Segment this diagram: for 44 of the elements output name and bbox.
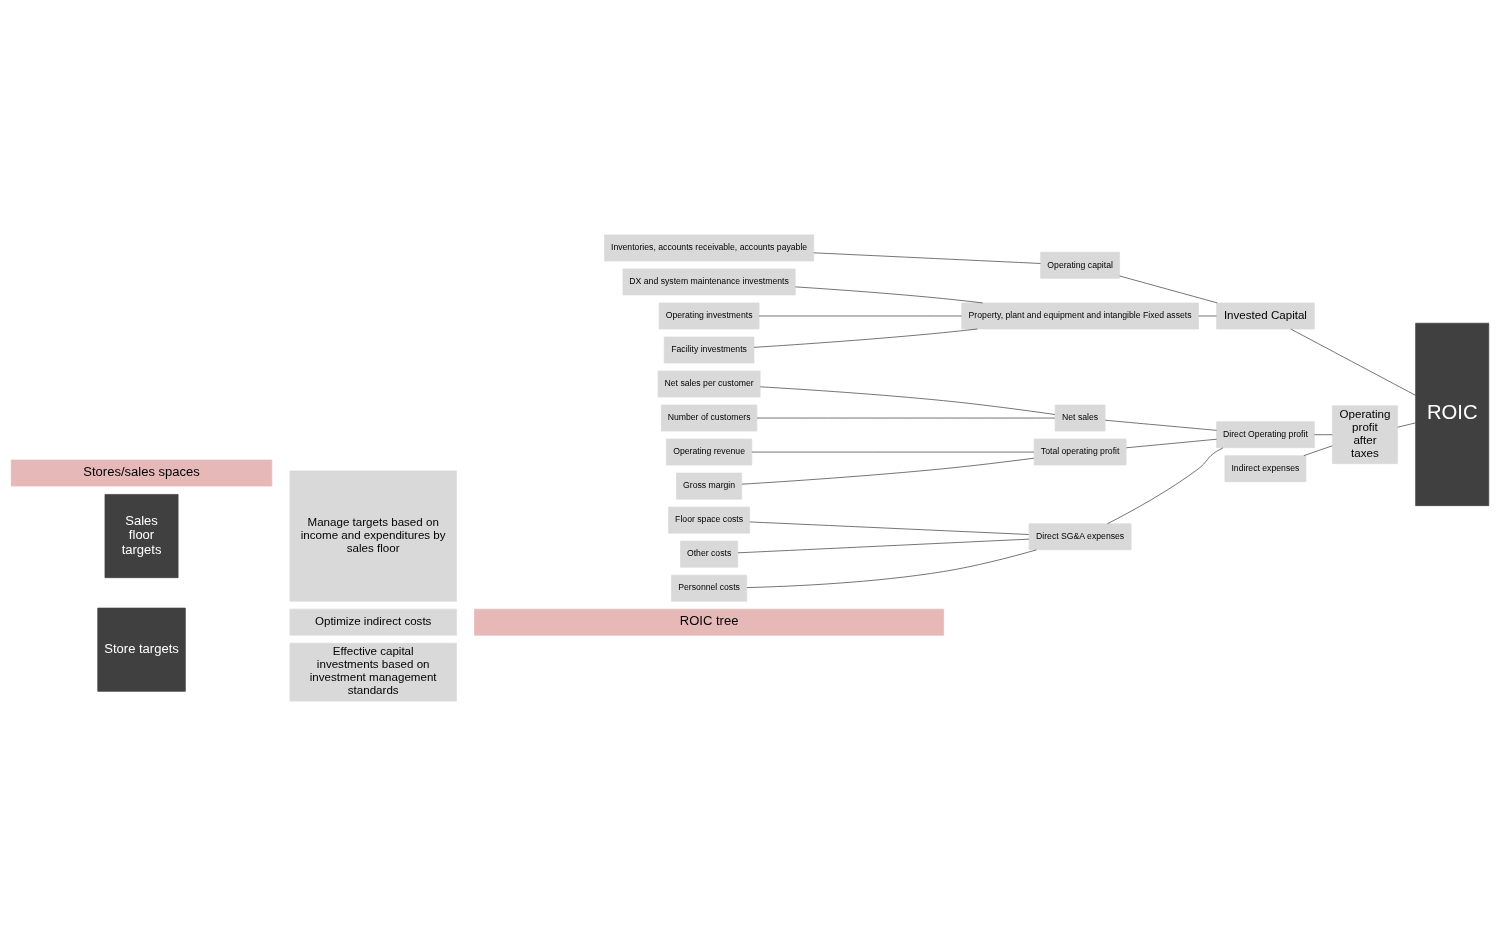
node-box: Operating capital: [1040, 251, 1120, 279]
node-box: Gross margin: [676, 472, 743, 499]
connector: [1303, 444, 1333, 456]
node-box: ROIC tree: [474, 608, 944, 636]
node-box: Direct SG&A expenses: [1028, 522, 1132, 550]
connector: [737, 538, 1030, 553]
node-box: Effective capital investments based on investment management standards: [289, 642, 457, 701]
connector: [1290, 328, 1416, 396]
node-box: Operating revenue: [666, 438, 753, 465]
node-box: Invested Capital: [1216, 302, 1315, 329]
connector: [813, 251, 1041, 264]
node-box: Property, plant and equipment and intangible Fixed assets: [961, 302, 1199, 329]
connector: [795, 286, 984, 303]
connector: [1119, 275, 1218, 303]
connector: [746, 549, 1037, 588]
node-box: Floor space costs: [668, 506, 750, 533]
node-box: Sales floor targets: [104, 493, 179, 578]
connector: [1314, 433, 1333, 435]
node-box: Manage targets based on income and expenditures by sales floor: [289, 470, 457, 602]
node-box: DX and system maintenance investments: [622, 268, 796, 295]
node-box: Indirect expenses: [1224, 454, 1307, 482]
node-box: Stores/sales spaces: [10, 459, 273, 486]
node-box: Total operating profit: [1033, 438, 1127, 465]
connector: [759, 385, 1056, 415]
node-box: Operating investments: [658, 302, 760, 329]
node-box: Other costs: [680, 540, 739, 568]
connector: [1104, 419, 1217, 431]
connector: [749, 521, 1030, 535]
node-box: Number of customers: [660, 404, 758, 431]
node-box: Direct Operating profit: [1216, 420, 1315, 448]
connector: [1125, 438, 1217, 448]
connector: [1107, 446, 1224, 524]
node-box: Facility investments: [663, 336, 755, 363]
connector: [753, 328, 978, 348]
node-box: Personnel costs: [671, 574, 748, 602]
node-box: Store targets: [97, 607, 186, 692]
node-box: Optimize indirect costs: [289, 608, 457, 636]
connector: [741, 457, 1035, 485]
node-box: Inventories, accounts receivable, accounts payable: [604, 234, 815, 261]
node-box: Net sales per customer: [657, 370, 761, 397]
node-box: Operating profit after taxes: [1332, 404, 1398, 464]
node-box: Net sales: [1054, 404, 1106, 431]
connector: [1397, 422, 1416, 427]
node-box: ROIC: [1415, 322, 1490, 506]
